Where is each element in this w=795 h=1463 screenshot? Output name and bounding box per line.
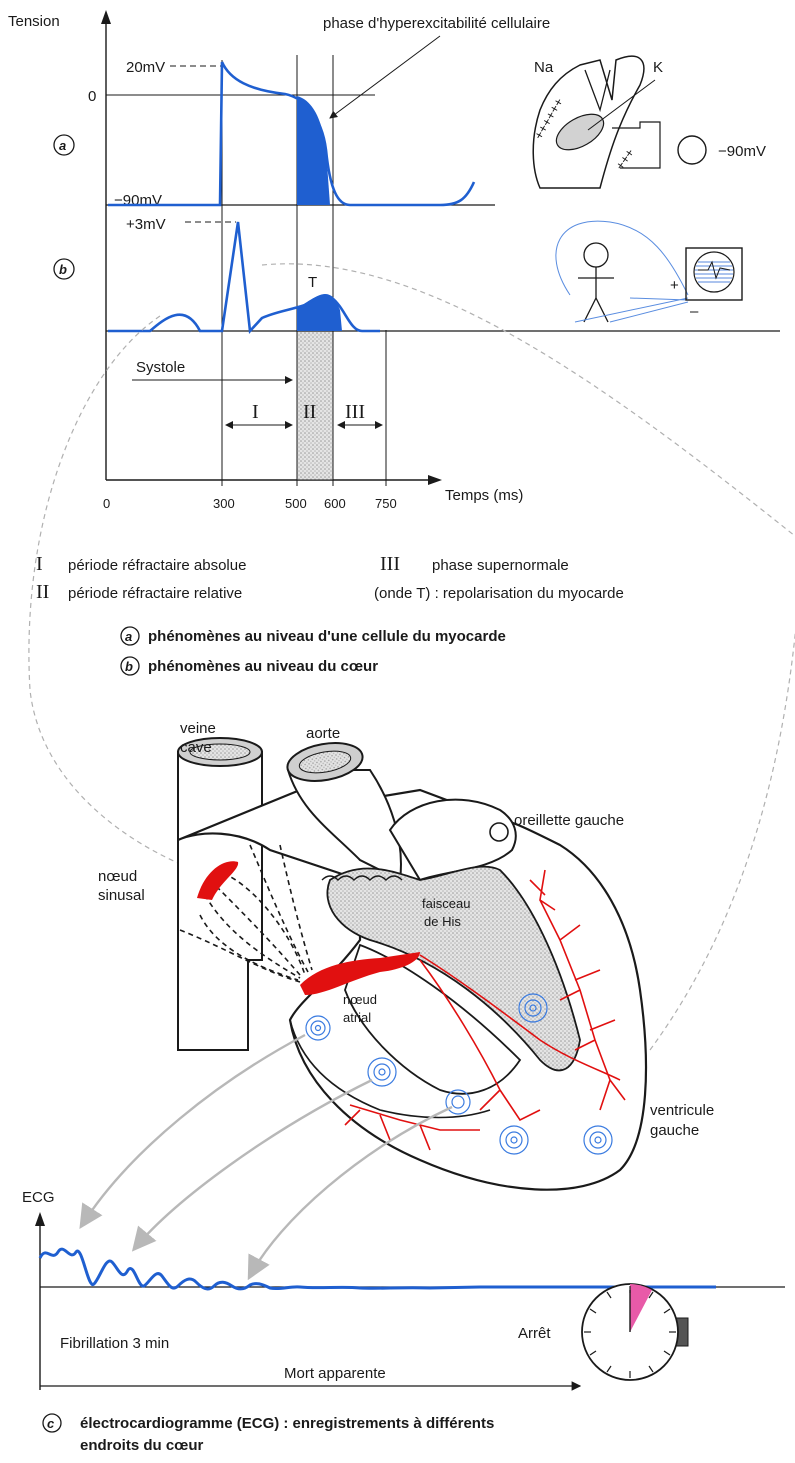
mort-apparente-label: Mort apparente xyxy=(284,1365,386,1382)
legend-III-symbol: III xyxy=(380,553,400,575)
svg-text:a: a xyxy=(59,138,66,153)
caption-c-letter: c xyxy=(47,1416,55,1431)
legend-b-text: phénomènes au niveau du cœur xyxy=(148,658,378,675)
svg-text:b: b xyxy=(59,262,67,277)
legend-III-text: phase supernormale xyxy=(432,557,569,574)
legend-I-symbol: I xyxy=(36,553,43,575)
panel-b-marker: b xyxy=(54,259,74,279)
label-3mV: +3mV xyxy=(126,216,166,233)
legend-a-letter: a xyxy=(125,629,132,644)
x-axis-label: Temps (ms) xyxy=(445,487,523,504)
cell-K-label: K xyxy=(653,59,663,76)
label-atrial: atrial xyxy=(343,1010,371,1025)
tick-600: 600 xyxy=(324,496,346,511)
roman-III: III xyxy=(345,401,365,423)
panel-a-marker: a xyxy=(54,135,74,155)
cell-Na-label: Na xyxy=(534,59,554,76)
cell-membrane-diagram: Na K ++++++ +++ −90mV xyxy=(531,56,766,188)
label-de-his: de His xyxy=(424,914,461,929)
label-aorte: aorte xyxy=(306,725,340,742)
legend-T-text: (onde T) : repolarisation du myocarde xyxy=(374,585,624,602)
label-sinusal: sinusal xyxy=(98,887,145,904)
annotation-hyperexcitability: phase d'hyperexcitabilité cellulaire xyxy=(323,15,550,32)
systole-label: Systole xyxy=(136,359,185,376)
svg-text:+++: +++ xyxy=(612,146,637,173)
y-axis-label: Tension xyxy=(8,13,60,30)
period-II-band xyxy=(297,320,333,480)
fibrillation-label: Fibrillation 3 min xyxy=(60,1335,169,1352)
label-noeud-atrial-1: nœud xyxy=(343,992,377,1007)
heart-diagram: veine cave aorte oreillette gauche nœud … xyxy=(98,720,714,1190)
label-veine: veine xyxy=(180,720,216,737)
label-ventricule: ventricule xyxy=(650,1102,714,1119)
ecg-chart: ECG Fibrillation 3 min Arrêt Mort appare… xyxy=(22,1189,785,1454)
label-gauche: gauche xyxy=(650,1122,699,1139)
ecg-recording-figure: + – xyxy=(556,221,742,322)
label-cave: cave xyxy=(180,739,212,756)
tick-300: 300 xyxy=(213,496,235,511)
action-potential-trace xyxy=(108,62,474,205)
label-oreillette-gauche: oreillette gauche xyxy=(514,812,624,829)
tick-0: 0 xyxy=(103,496,110,511)
roman-I: I xyxy=(252,401,259,423)
legend-I-text: période réfractaire absolue xyxy=(68,557,246,574)
ecg-minus-sign: – xyxy=(690,303,699,320)
tick-500: 500 xyxy=(285,496,307,511)
top-chart: Tension Temps (ms) 0 300 500 600 750 xyxy=(8,10,780,511)
arret-label: Arrêt xyxy=(518,1325,551,1342)
ecg-fibrillation-trace xyxy=(40,1249,716,1289)
legend-b-letter: b xyxy=(125,659,133,674)
legend: I période réfractaire absolue III phase … xyxy=(36,553,624,675)
label-noeud-1: nœud xyxy=(98,868,137,885)
cell-voltage-label: −90mV xyxy=(718,143,766,160)
label-20mV: 20mV xyxy=(126,59,165,76)
roman-II: II xyxy=(303,401,316,423)
label-minus90: −90mV xyxy=(114,192,162,209)
tick-750: 750 xyxy=(375,496,397,511)
legend-II-text: période réfractaire relative xyxy=(68,585,242,602)
ecg-y-label: ECG xyxy=(22,1189,55,1206)
caption-line-1: électrocardiogramme (ECG) : enregistreme… xyxy=(80,1415,494,1432)
caption-line-2: endroits du cœur xyxy=(80,1437,203,1454)
legend-II-symbol: II xyxy=(36,581,49,603)
label-faisceau: faisceau xyxy=(422,896,470,911)
wave-T-label: T xyxy=(308,274,317,291)
legend-a-text: phénomènes au niveau d'une cellule du my… xyxy=(148,628,506,645)
clock-icon xyxy=(582,1284,688,1380)
label-zero: 0 xyxy=(88,88,96,105)
ecg-plus-sign: + xyxy=(670,277,679,294)
